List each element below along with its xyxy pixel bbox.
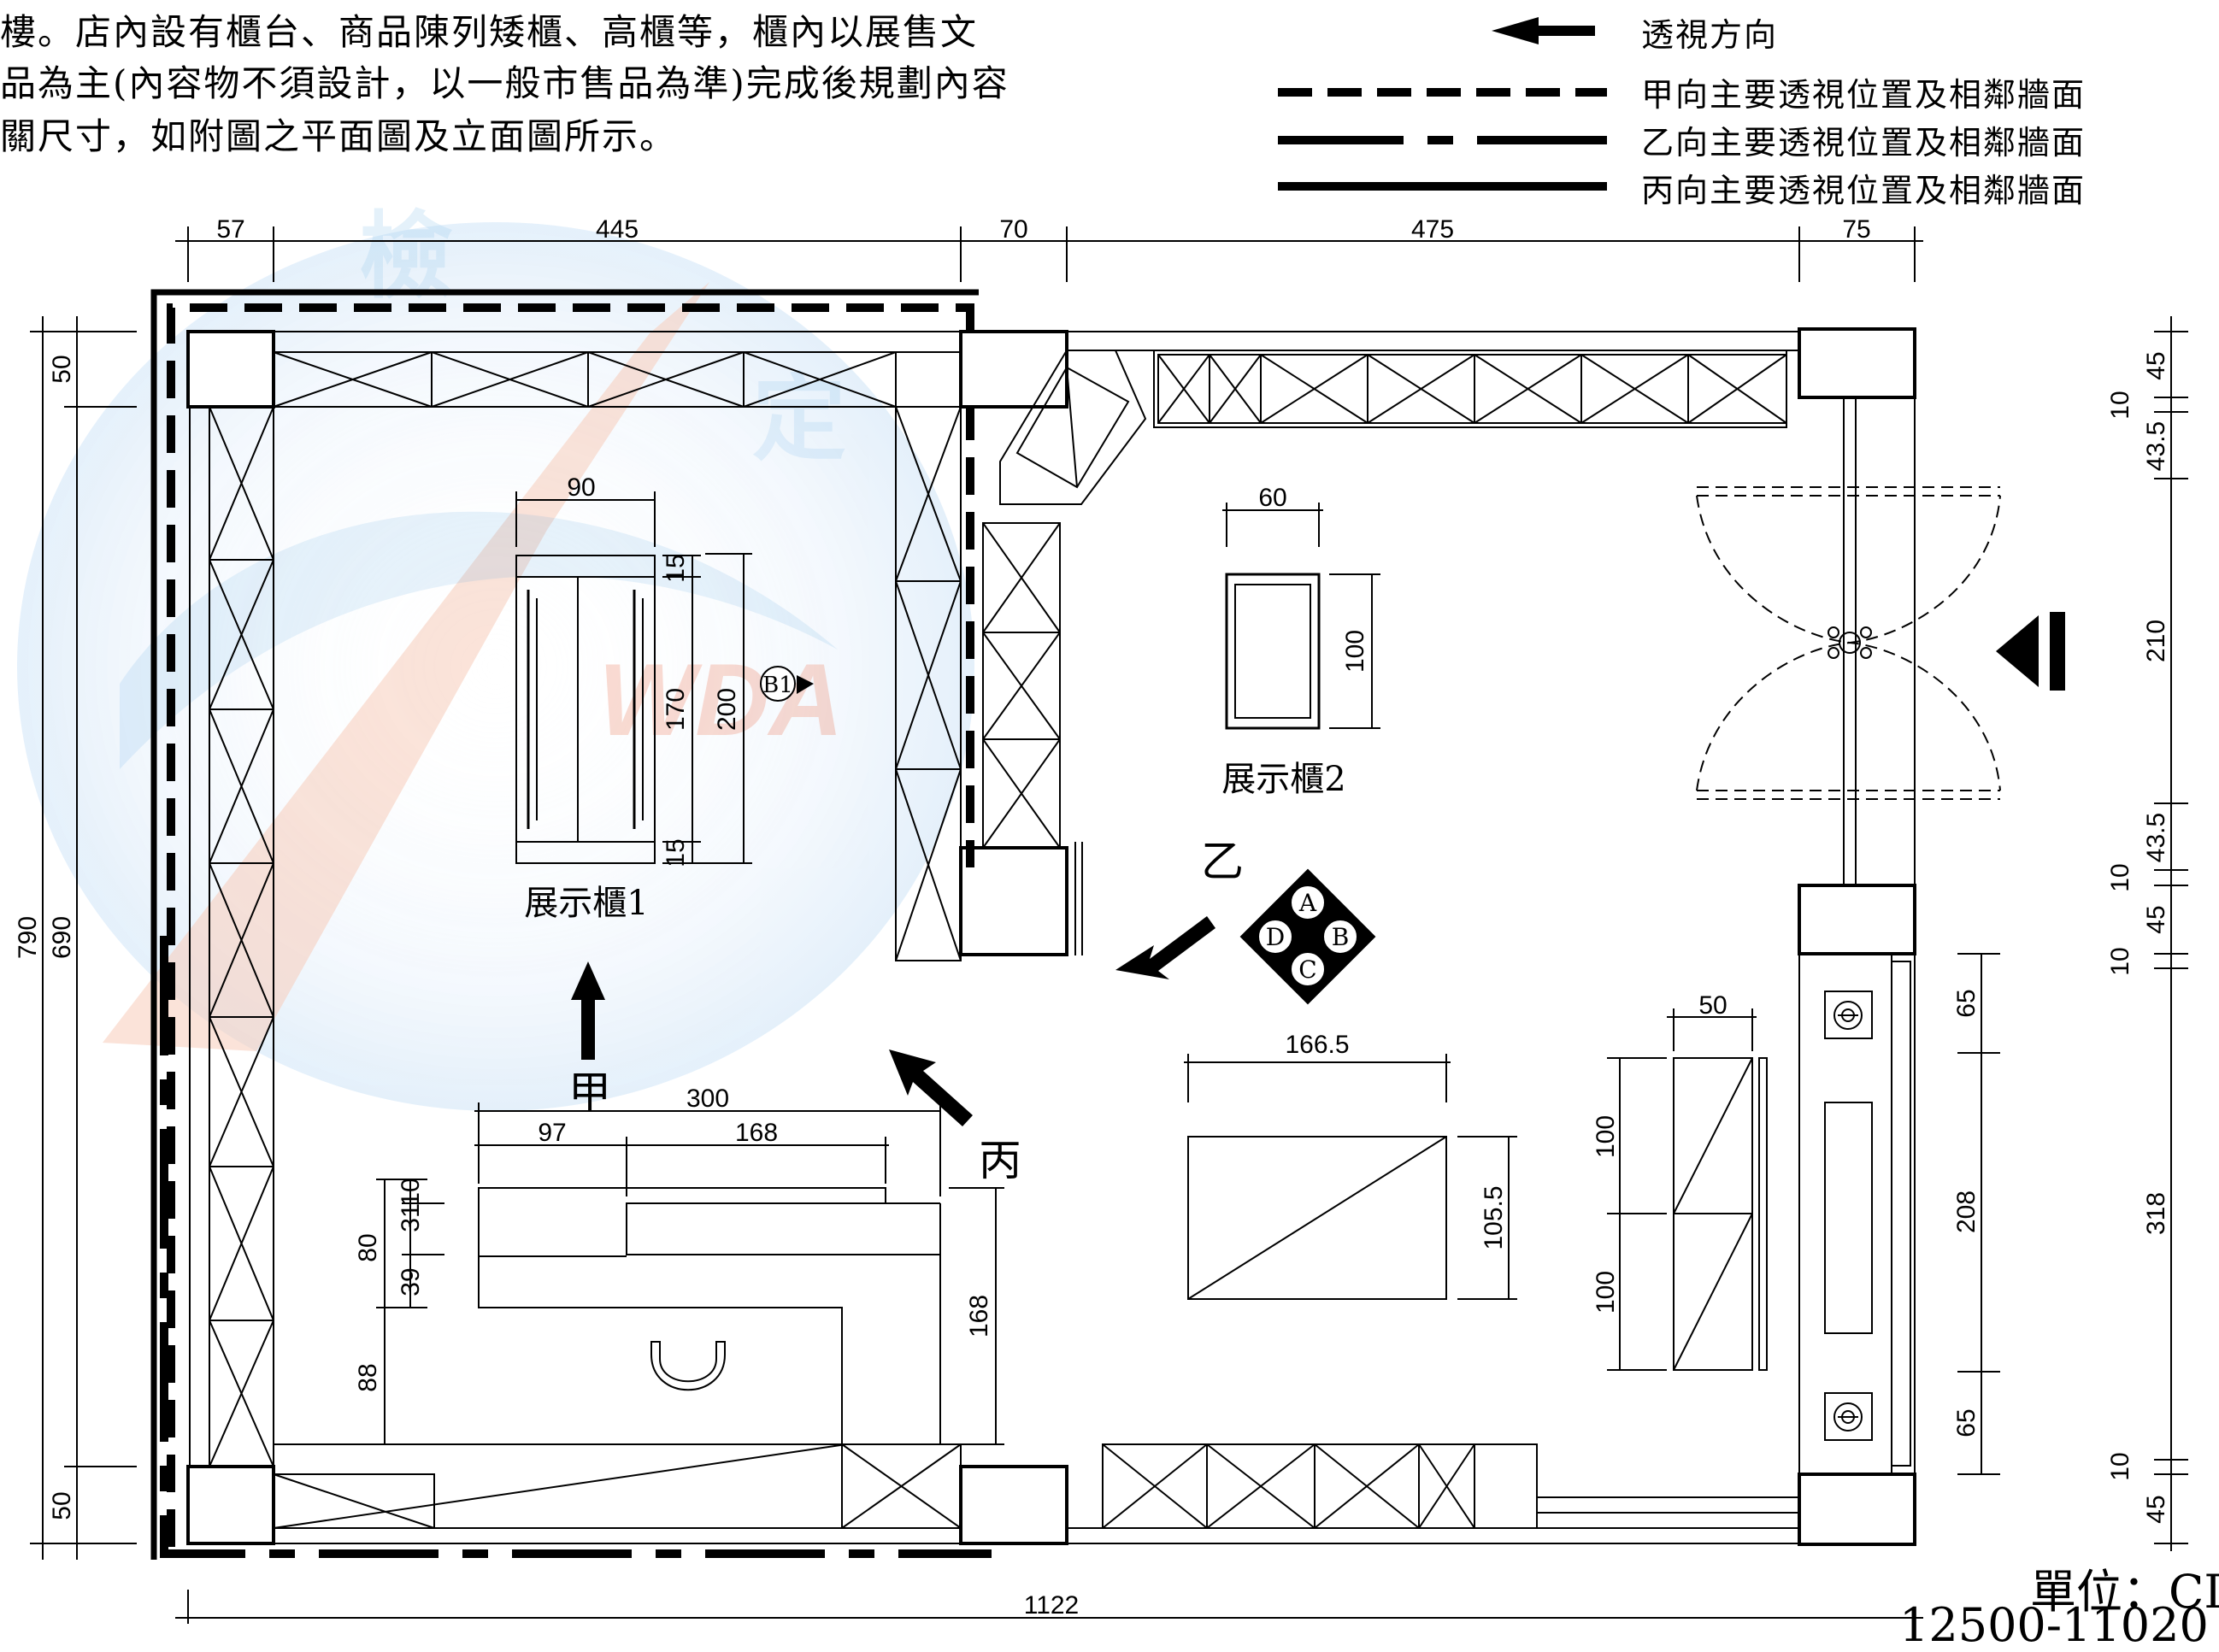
marker-b1-circle	[760, 666, 796, 702]
watermark-logo: WDA	[17, 222, 974, 1111]
dim-top-3: 475	[1411, 215, 1454, 244]
entrance-arrow-bar	[2050, 612, 2065, 691]
watermark-text: WDA	[598, 643, 844, 757]
dim-right-0: 45	[2142, 351, 2170, 379]
dim-top-0: 57	[216, 215, 244, 244]
dim-cab1-outer: 200	[713, 688, 741, 731]
dim-right-4: 43.5	[2142, 813, 2170, 862]
dim-right-6: 45	[2142, 905, 2170, 933]
header-line-2: 品為主(內容物不須設計，以一般市售品為準)完成後規劃內容	[0, 62, 1009, 104]
dim-counter-168: 168	[965, 1295, 993, 1337]
dim-inner-right-2: 65	[1952, 1408, 1981, 1437]
display-cabinet-1	[515, 491, 752, 864]
dim-lowcab-h2: 100	[1592, 1271, 1620, 1314]
marker-b1-label: B1	[762, 673, 793, 698]
legend-samples	[1278, 17, 1607, 191]
dim-counter-31: 31	[397, 1203, 425, 1232]
dim-left-top: 50	[48, 355, 76, 383]
partition-cabinet	[895, 350, 1147, 961]
dim-counter-39: 39	[397, 1267, 425, 1296]
dim-right-3: 210	[2142, 620, 2170, 662]
compass-d: D	[1266, 923, 1285, 951]
dim-counter-88: 88	[354, 1363, 382, 1391]
entrance-doors	[1696, 397, 2001, 886]
dim-counter-a: 97	[538, 1119, 566, 1147]
right-display	[1798, 953, 1911, 1476]
legend-arrow-label: 透視方向	[1641, 16, 1779, 54]
dim-counter-80: 80	[354, 1233, 382, 1261]
legend-arrow-icon	[1492, 17, 1595, 44]
dim-left-bottom: 50	[48, 1491, 76, 1520]
top-cabinet-left	[273, 351, 962, 408]
dim-table-width: 166.5	[1285, 1031, 1349, 1059]
unit-label: 單位：CI	[2030, 1565, 2219, 1619]
dim-right-10: 45	[2142, 1495, 2170, 1523]
arrow-jia-icon	[571, 961, 605, 1060]
view-line-yi	[160, 936, 992, 1558]
dim-top-1: 445	[596, 215, 639, 244]
elevation-marker	[1239, 868, 1376, 1005]
chair-icon	[650, 1341, 726, 1391]
arrow-bing-icon	[889, 1049, 973, 1126]
dim-cab2-width: 60	[1258, 484, 1286, 512]
dim-counter-b: 168	[735, 1119, 778, 1147]
dim-right-9: 10	[2106, 1452, 2134, 1480]
dim-table-height: 105.5	[1480, 1185, 1508, 1249]
dir-yi-label: 乙	[1201, 837, 1244, 886]
dim-cab2-height: 100	[1341, 630, 1369, 673]
bottom-code: 12500-11020	[1899, 1598, 2209, 1652]
dim-counter-total: 300	[686, 1085, 729, 1113]
top-cabinet-right	[1153, 350, 1787, 428]
bottom-dimension	[175, 1590, 1923, 1624]
dim-cab1-top: 15	[662, 554, 690, 582]
dim-lowcab-width: 50	[1698, 991, 1727, 1020]
display-cabinet-2	[1222, 503, 1380, 730]
center-table	[1184, 1054, 1517, 1300]
dim-inner-right-0: 65	[1952, 989, 1981, 1017]
entrance-arrow-icon	[1996, 615, 2039, 687]
dim-right-1: 10	[2106, 391, 2134, 419]
cab2-label: 展示櫃2	[1221, 760, 1345, 799]
dim-left-inner: 690	[48, 916, 76, 959]
counter	[376, 1102, 1004, 1445]
low-cabinet	[1607, 1008, 1768, 1371]
dim-counter-10: 10	[397, 1178, 425, 1206]
dim-top-2: 70	[999, 215, 1027, 244]
dim-inner-right-1: 208	[1952, 1190, 1981, 1233]
legend-dashdot-label: 乙向主要透視位置及相鄰牆面	[1641, 124, 2087, 162]
left-cabinet	[209, 406, 274, 1467]
compass-b: B	[1332, 923, 1350, 951]
dim-cab1-bottom: 15	[662, 838, 690, 867]
right-dimension-chain	[1957, 316, 2188, 1551]
compass-c: C	[1298, 955, 1316, 984]
compass-a: A	[1298, 889, 1317, 917]
columns	[186, 327, 1916, 1546]
dim-top-4: 75	[1842, 215, 1870, 244]
dir-jia-label: 甲	[568, 1067, 611, 1117]
direction-arrows	[571, 916, 1215, 1126]
dir-bing-label: 丙	[979, 1136, 1021, 1185]
dim-lowcab-h1: 100	[1592, 1115, 1620, 1158]
marker-b1-arrow	[797, 675, 814, 694]
legend-dashed-label: 甲向主要透視位置及相鄰牆面	[1641, 76, 2087, 114]
header-line-3: 關尺寸，如附圖之平面圖及立面圖所示。	[0, 115, 678, 157]
top-dimension-chain	[175, 226, 1923, 282]
dim-right-5: 10	[2106, 863, 2134, 891]
dim-bottom-total: 1122	[1024, 1591, 1080, 1620]
header-line-1: 樓。店內設有櫃台、商品陳列矮櫃、高櫃等，櫃內以展售文	[0, 11, 979, 53]
arrow-yi-icon	[1115, 916, 1215, 979]
view-line-jia	[167, 303, 974, 1547]
cab1-label: 展示櫃1	[524, 884, 648, 923]
dim-left-outer: 790	[14, 916, 42, 959]
legend-solid-label: 丙向主要透視位置及相鄰牆面	[1641, 172, 2087, 209]
dim-cab1-width: 90	[567, 473, 595, 502]
dim-cab1-inner: 170	[662, 688, 690, 731]
dim-right-7: 10	[2106, 947, 2134, 975]
dim-right-2: 43.5	[2142, 421, 2170, 471]
left-dimension-chain	[30, 316, 137, 1560]
view-lines	[160, 303, 992, 1558]
dim-right-8: 318	[2142, 1192, 2170, 1235]
